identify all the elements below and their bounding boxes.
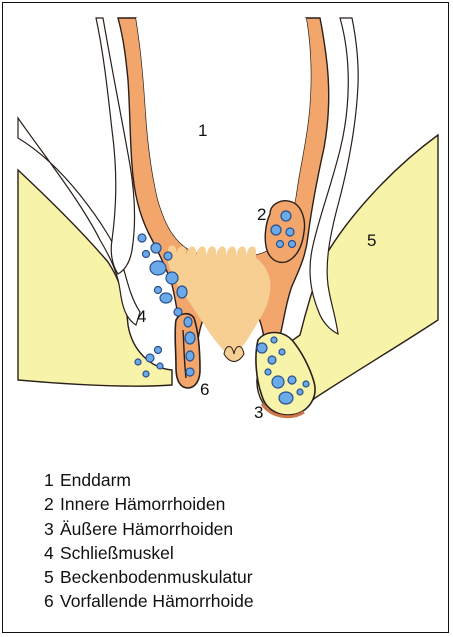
callout-4: 4 [137, 307, 146, 326]
vessel [143, 251, 150, 258]
vessel [150, 261, 166, 275]
vessel [155, 287, 162, 294]
callout-3: 3 [254, 403, 263, 422]
vessel [184, 317, 192, 327]
vessel [138, 234, 146, 242]
legend-label: Innere Hämorrhoiden [60, 494, 225, 514]
legend-number: 5 [44, 565, 60, 589]
callout-6: 6 [200, 380, 209, 399]
legend-label: Beckenbodenmuskulatur [60, 567, 253, 587]
vessel [288, 376, 296, 384]
vessel [272, 376, 284, 388]
vessel [160, 293, 172, 303]
legend-number: 4 [44, 541, 60, 565]
vessel [271, 337, 277, 343]
legend-label: Schließmuskel [60, 543, 174, 563]
legend-label: Äußere Hämorrhoiden [60, 519, 233, 539]
callout-5: 5 [367, 231, 376, 250]
vessel [143, 371, 149, 377]
vessel [265, 369, 271, 375]
legend-number: 1 [44, 468, 60, 492]
vessel [281, 211, 291, 221]
vessel [177, 286, 187, 298]
vessel [146, 354, 154, 362]
legend-number: 3 [44, 517, 60, 541]
vessel [279, 349, 285, 355]
vessel [151, 243, 161, 253]
legend-label: Enddarm [60, 470, 131, 490]
anatomy-diagram: 1 2 3 4 5 6 [0, 0, 453, 455]
vessel [186, 368, 194, 376]
vessel [303, 381, 309, 387]
vessel [157, 363, 163, 369]
vessel [135, 359, 141, 365]
vessel [186, 351, 194, 361]
legend-number: 6 [44, 589, 60, 613]
legend-number: 2 [44, 492, 60, 516]
vessel [174, 308, 182, 316]
callout-2: 2 [257, 205, 266, 224]
callout-1: 1 [198, 121, 207, 140]
vessel [268, 356, 276, 364]
vessel [155, 347, 162, 354]
vessel [277, 241, 284, 248]
vessel [164, 252, 172, 260]
vessel [166, 272, 178, 284]
vessel [286, 228, 294, 236]
vessel [271, 225, 281, 235]
vessel [289, 241, 296, 248]
vessel [257, 343, 267, 353]
vessel [279, 392, 293, 404]
legend-label: Vorfallende Hämorrhoide [60, 591, 254, 611]
vessel [185, 332, 195, 344]
vessel [297, 389, 303, 395]
